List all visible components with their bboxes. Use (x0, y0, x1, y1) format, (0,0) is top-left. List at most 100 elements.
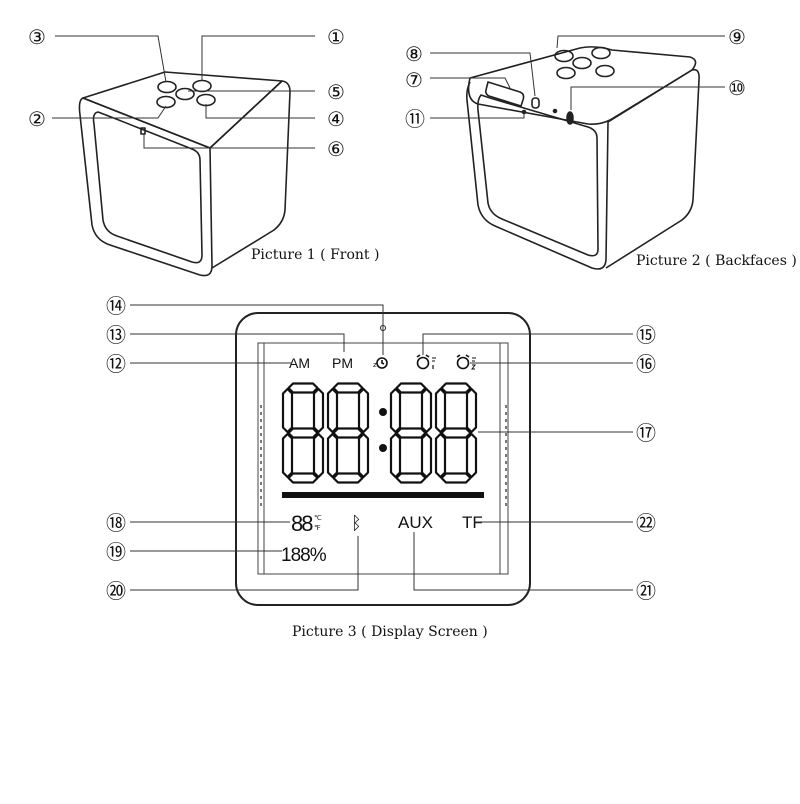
display-dot-left (260, 440, 262, 443)
clock-digit-1-seg-c (312, 432, 325, 479)
temp-unit-fahrenheit: ℉ (314, 525, 321, 532)
callout-1: ① (327, 25, 345, 49)
speaker-back-inner-panel (477, 94, 599, 257)
clock-digit-1-seg-b (312, 387, 325, 434)
clock-digit-1-seg-e (281, 432, 294, 479)
tf-indicator: TF (462, 513, 483, 532)
front-button-2 (156, 95, 176, 109)
back-button-d (556, 66, 576, 80)
back-leaders (430, 35, 725, 119)
clock-digit-3-seg-e (389, 432, 402, 479)
display-dot-right (505, 447, 507, 450)
alarm-2-icon (456, 354, 476, 370)
front-button-4 (196, 93, 216, 107)
display-dot-right (505, 433, 507, 436)
display-divider-bar (282, 492, 484, 498)
back-usb-port (531, 97, 540, 109)
display-dot-right (505, 475, 507, 478)
clock-digit-1-seg-f (281, 387, 294, 434)
callout-15: ⑮ (636, 323, 656, 347)
clock-digit-4-seg-f (434, 387, 447, 434)
speaker-back-front-face (466, 81, 609, 270)
callout-8: ⑧ (405, 42, 423, 66)
alarm-1-icon (416, 354, 436, 370)
clock-digit-4-seg-g (440, 427, 472, 439)
display-dot-right (505, 426, 507, 429)
clock-digit-4-seg-e (434, 432, 447, 479)
callout-3: ③ (28, 25, 46, 49)
clock-digit-3-seg-g (395, 427, 427, 439)
display-dot-left (260, 468, 262, 471)
clock-digit-2-seg-c (357, 432, 370, 479)
back-button-a (554, 49, 574, 63)
clock-digit-4-seg-c (465, 432, 478, 479)
speaker-front-front-face (78, 97, 213, 277)
display-side-dots (260, 405, 507, 506)
callout-17: ⑰ (636, 421, 656, 445)
display-dot-left (260, 461, 262, 464)
callout-21: ㉑ (636, 579, 656, 603)
display-dot-left (260, 482, 262, 485)
display-dot-right (505, 454, 507, 457)
front-button-1 (192, 79, 212, 93)
clock-colon-bottom (379, 444, 387, 452)
callout-4: ④ (327, 107, 345, 131)
display-dot-right (505, 440, 507, 443)
caption-back: Picture 2 ( Backfaces ) (636, 253, 797, 269)
display-dot-right (505, 496, 507, 499)
callout-12: ⑫ (106, 352, 126, 376)
caption-display: Picture 3 ( Display Screen ) (292, 624, 488, 640)
display-dot-left (260, 447, 262, 450)
callout-5: ⑤ (327, 80, 345, 104)
display-dot-left (260, 475, 262, 478)
display-dot-left (260, 489, 262, 492)
clock-digit-2-seg-d (332, 472, 364, 484)
speaker-back-top-face (467, 46, 697, 125)
clock-digit-2-seg-e (326, 432, 339, 479)
display-dot-left (260, 426, 262, 429)
front-button-5 (175, 87, 195, 101)
clock-digit-2-seg-g (332, 427, 364, 439)
display-dot-right (505, 405, 507, 408)
clock-digit-2-seg-a (332, 382, 364, 394)
caption-front: Picture 1 ( Front ) (251, 247, 380, 263)
back-tf-slot (485, 81, 525, 107)
callout-6: ⑥ (327, 137, 345, 161)
display-dot-left (260, 419, 262, 422)
aux-indicator: AUX (398, 513, 433, 532)
display-leaders (130, 304, 633, 591)
display-dot-right (505, 468, 507, 471)
callout-16: ⑯ (636, 352, 656, 376)
back-reset (521, 109, 527, 115)
clock-digit-3-seg-f (389, 387, 402, 434)
display-dot-left (260, 454, 262, 457)
back-mic (552, 108, 558, 114)
clock-digit-2-seg-b (357, 387, 370, 434)
callout-11: ⑪ (405, 107, 425, 131)
clock-digit-1-seg-a (287, 382, 319, 394)
callout-numbers: ① ② ③ ④ ⑤ ⑥ ⑦ ⑧ ⑨ ⑩ ⑪ ⑫ ⑬ ⑭ ⑮ ⑯ ⑰ ⑱ ⑲ ⑳ … (28, 25, 746, 603)
callout-7: ⑦ (405, 68, 423, 92)
clock-digit-3-seg-c (420, 432, 433, 479)
speaker-front-inner-panel (92, 111, 203, 264)
speaker-back (466, 46, 700, 270)
front-indicator (140, 127, 146, 135)
display-dot-right (505, 482, 507, 485)
callout-22: ㉒ (636, 511, 656, 535)
callout-20: ⑳ (106, 579, 126, 603)
back-button-c (572, 56, 592, 70)
clock-digit-3-seg-b (420, 387, 433, 434)
clock-colon-top (379, 408, 387, 416)
front-button-3 (157, 80, 177, 94)
display-dot-right (505, 419, 507, 422)
callout-18: ⑱ (106, 511, 126, 535)
callout-19: ⑲ (106, 540, 126, 564)
bluetooth-icon: ᛒ (351, 513, 362, 533)
speaker-front-side-face (209, 80, 291, 269)
speaker-back-side-face (605, 68, 700, 269)
display-dot-left (260, 405, 262, 408)
am-indicator: AM (289, 355, 310, 371)
clock-digit-3-seg-a (395, 382, 427, 394)
